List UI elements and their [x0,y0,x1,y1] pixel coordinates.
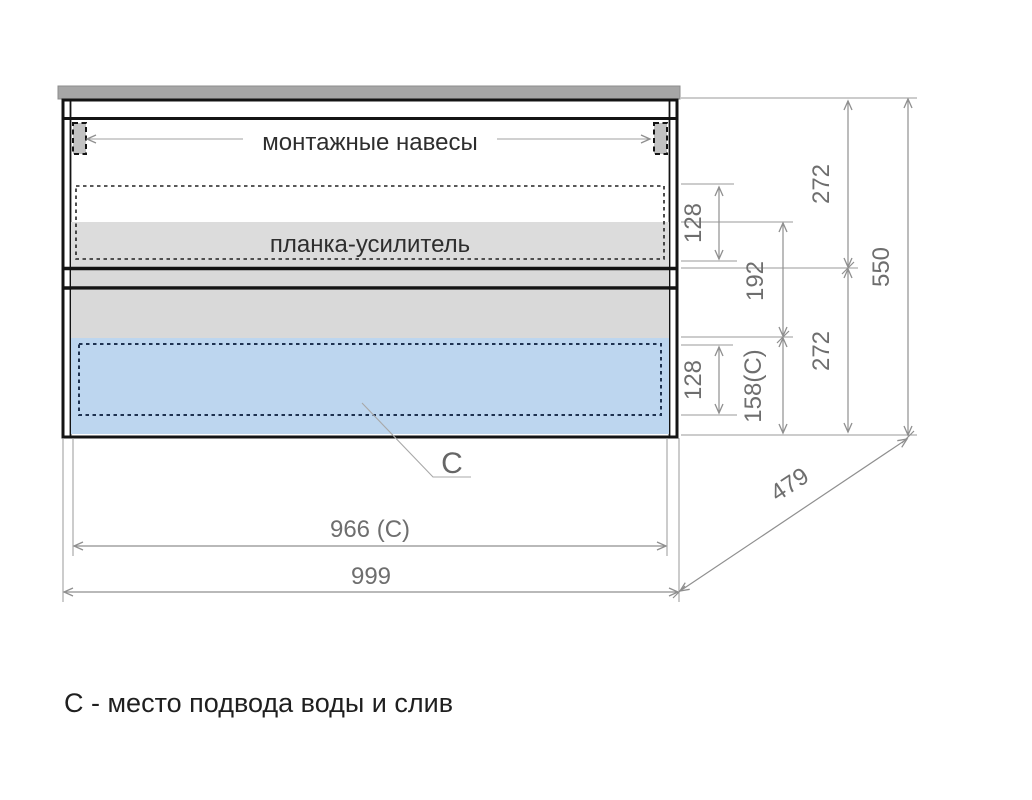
mounting-hangers-label: монтажные навесы [262,129,477,156]
water-connection-dashed-rect [78,343,662,416]
reinforcement-plate-label: планка-усилитель [270,231,470,258]
dim-connection-width: 966 (C) [330,516,410,543]
dim-reinforcement-height: 128 [680,203,707,243]
water-connection-zone [71,338,669,434]
dim-depth: 479 [766,462,814,507]
mounting-hanger-left [72,122,87,155]
dim-upper-section: 272 [808,164,835,204]
reinforcement-zone-dashed-rect [75,185,665,260]
dimension-lines [62,97,913,597]
countertop [57,85,681,100]
drawer-divider-strip [71,270,669,287]
dim-drain-zone-height: 128 [680,360,707,400]
dim-lower-section: 272 [808,331,835,371]
connection-marker-label: C [441,447,463,480]
dim-mid-height: 192 [742,261,769,301]
bottom-drawer-upper-part [71,289,669,338]
dim-total-height: 550 [868,247,895,287]
dim-total-width: 999 [351,563,391,590]
connection-leader-line [361,402,471,478]
dimension-joint-ticks [672,261,915,599]
drawing-caption: С - место подвода воды и слив [64,688,453,718]
dim-line-depth [678,438,909,592]
dim-connection-height: 158(C) [740,349,767,422]
mounting-hanger-right [653,122,668,155]
